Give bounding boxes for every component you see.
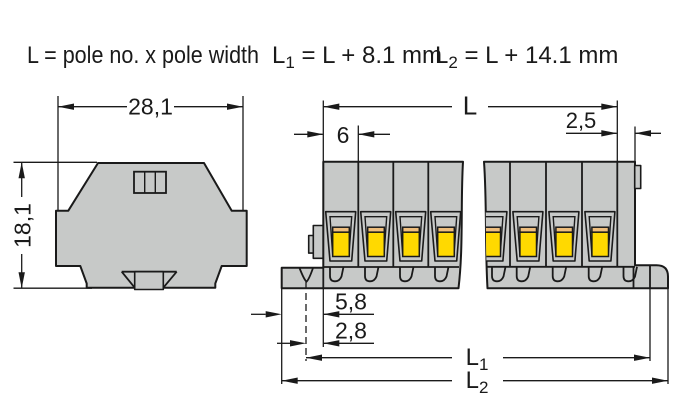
clamp-pocket [359, 210, 392, 262]
formula-l2: L2 = L + 14.1 mm [435, 42, 618, 72]
clamp-pocket [484, 210, 508, 262]
dim-width-28-1: 28,1 [57, 94, 244, 212]
rail-foot-notch [121, 270, 178, 291]
left-end-tab [307, 224, 325, 260]
formula-header: L = pole no. x pole width L1 = L + 8.1 m… [27, 42, 618, 72]
dim-5-8-label: 5,8 [335, 289, 367, 315]
clamp-pocket [512, 210, 544, 262]
side-view: L 6 2,5 [251, 91, 669, 397]
dim-length-label: L [463, 91, 477, 121]
clamp-pocket [584, 210, 616, 262]
dim-width-label: 28,1 [128, 94, 173, 120]
formula-pole-width: L = pole no. x pole width [27, 42, 259, 69]
dim-end-plate-label: 2,5 [566, 108, 597, 133]
pole-group-right [483, 160, 669, 290]
dim-5-8: 5,8 [251, 289, 374, 318]
dim-pole-width-label: 6 [337, 122, 350, 148]
dim-2-8-label: 2,8 [335, 318, 367, 344]
clamp-pocket [394, 210, 427, 262]
dim-2-8: 2,8 [277, 318, 374, 347]
pole-group-right-details [484, 161, 651, 289]
dim-length-l: L [322, 91, 618, 162]
pole-group-left [280, 160, 464, 290]
end-view: 28,1 18,1 [10, 94, 248, 291]
dim-height-label: 18,1 [10, 203, 36, 248]
marker-slot [133, 170, 167, 194]
dim-pole-width-6: 6 [294, 122, 390, 162]
end-plate-tab [633, 164, 642, 190]
clamp-pocket [324, 210, 357, 262]
formula-l1: L1 = L + 8.1 mm [272, 42, 442, 72]
dim-end-plate-2-5: 2,5 [566, 108, 661, 162]
dim-l1-label: L1 [466, 344, 489, 374]
dim-l2: L2 [281, 367, 668, 397]
end-view-housing [55, 162, 248, 289]
dim-height-18-1: 18,1 [10, 161, 97, 289]
dim-l1: L1 [306, 344, 650, 374]
clamp-pocket [548, 210, 580, 262]
dim-l2-label: L2 [466, 367, 489, 397]
reference-lines [281, 282, 669, 384]
foot-v-notch [298, 267, 314, 283]
clamp-pocket [429, 210, 462, 262]
